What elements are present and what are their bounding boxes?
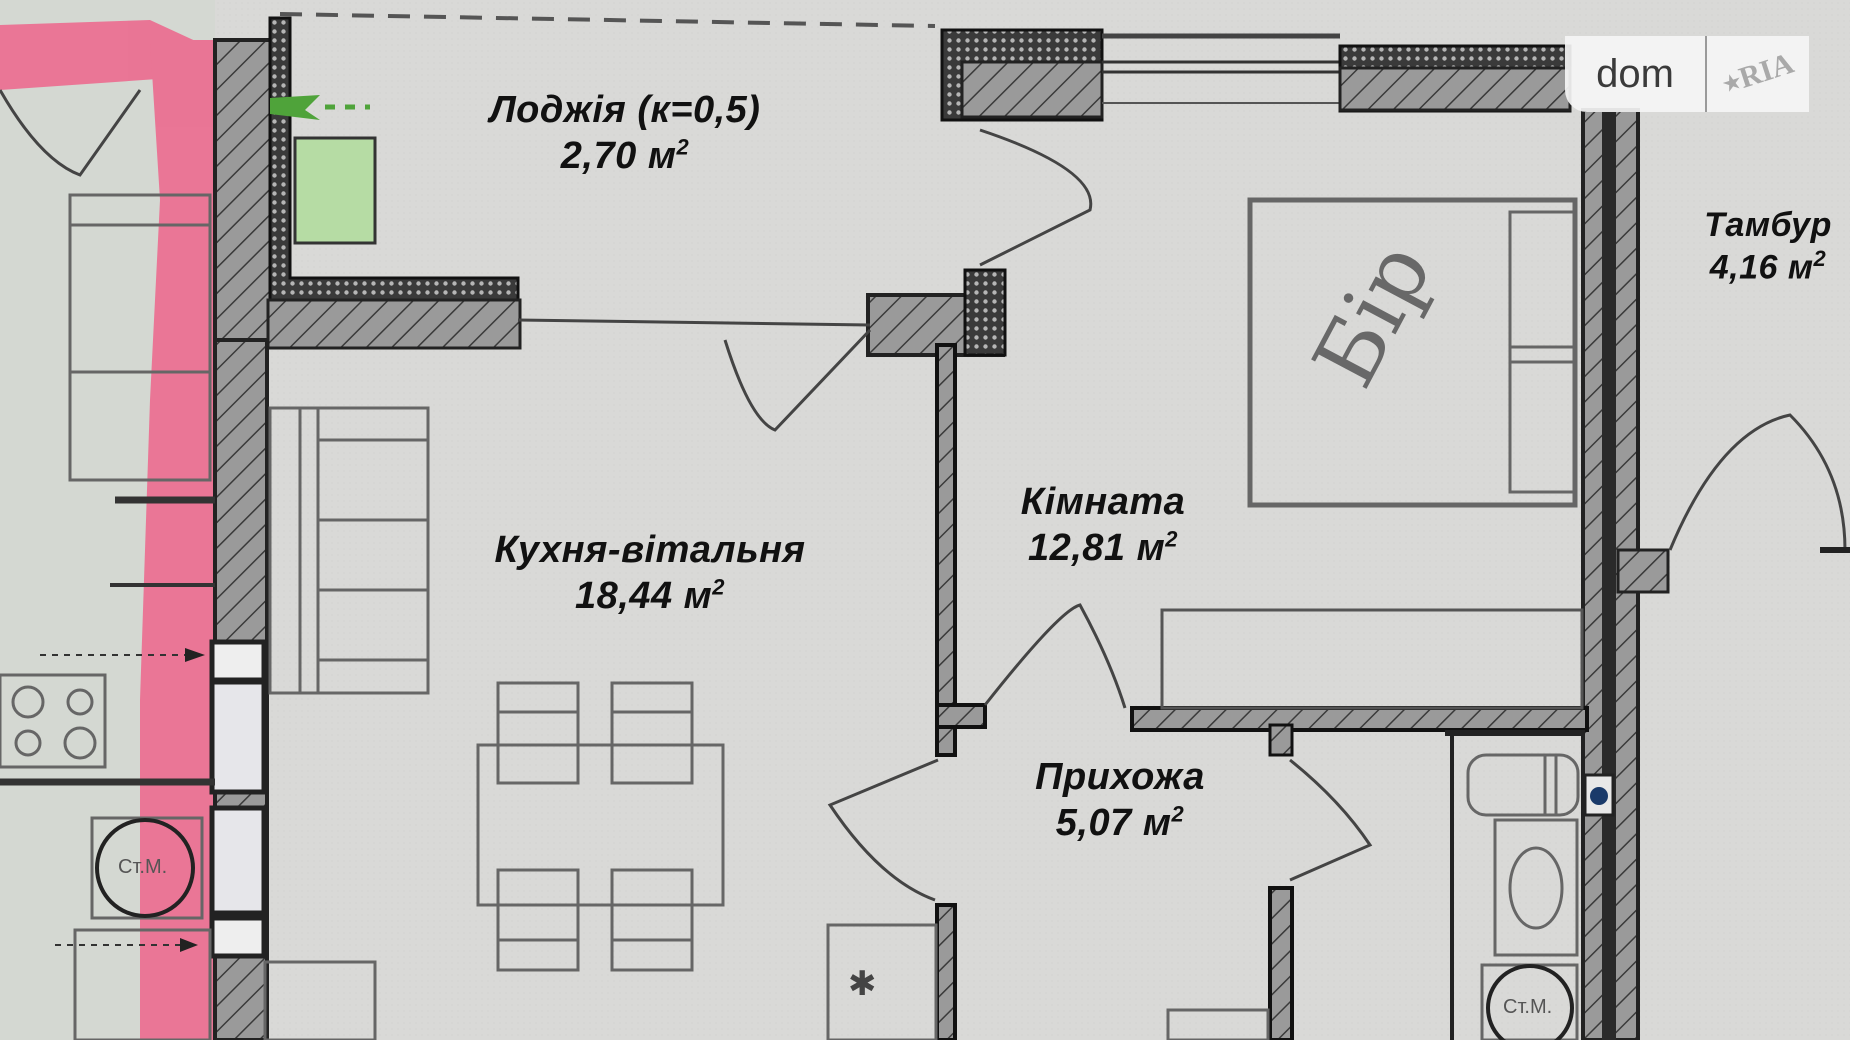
room-area: 4,16 м2: [1709, 245, 1827, 287]
watermark-ria: ★RIA: [1720, 46, 1798, 97]
room-label-hallway: Прихожа 5,07 м2: [1035, 755, 1205, 846]
room-area: 2,70 м2: [560, 133, 690, 177]
room-area: 5,07 м2: [1055, 800, 1185, 844]
room-name: Тамбур: [1704, 206, 1832, 244]
domria-watermark: dom ★RIA: [1565, 36, 1809, 112]
green-marker: [270, 95, 377, 245]
furniture: [0, 193, 1850, 1040]
washing-machine-label-right: Ст.М.: [1503, 996, 1553, 1018]
star-icon: ✱: [848, 964, 877, 1004]
room-name: Кухня-вітальня: [494, 529, 806, 571]
room-label-room: Кімната 12,81 м2: [1021, 480, 1186, 571]
room-label-loggia: Лоджія (к=0,5) 2,70 м2: [490, 88, 761, 179]
vent-shafts: [209, 639, 267, 959]
washing-machine-label-left: Ст.М.: [118, 856, 168, 878]
pink-highlight: [0, 20, 215, 1040]
room-name: Лоджія (к=0,5): [489, 89, 761, 131]
room-area: 18,44 м2: [574, 573, 726, 617]
room-label-kitchen-living: Кухня-вітальня 18,44 м2: [495, 528, 806, 619]
door-swings: [0, 89, 1847, 902]
room-area: 12,81 м2: [1027, 525, 1179, 569]
watermark-dom: dom: [1565, 36, 1707, 112]
room-name: Прихожа: [1035, 756, 1205, 798]
window-room: [1102, 33, 1340, 104]
room-label-vestibule: Тамбур 4,16 м2: [1704, 205, 1832, 288]
riser-dot: [1590, 787, 1608, 805]
room-name: Кімната: [1020, 481, 1186, 523]
vent-arrows: [40, 654, 190, 946]
